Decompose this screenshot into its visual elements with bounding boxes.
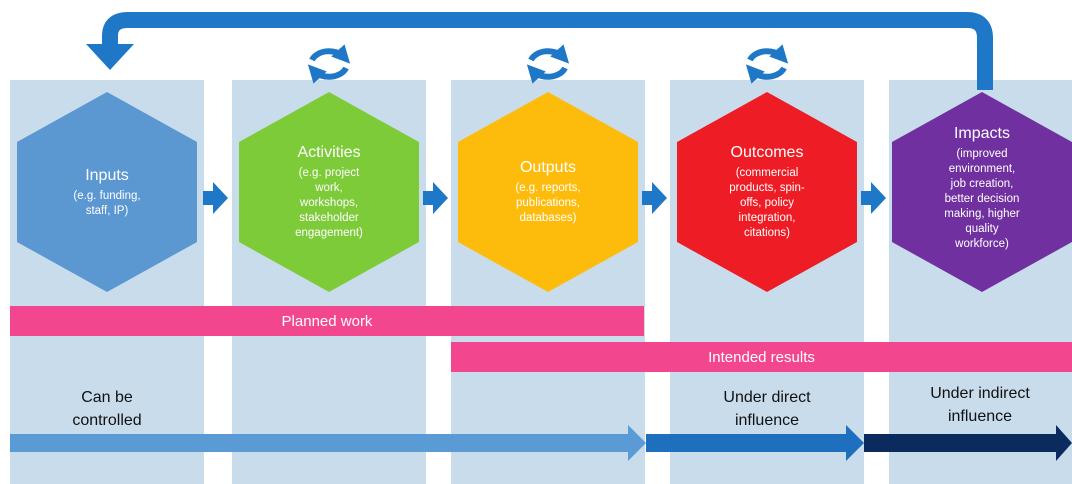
hexagon-shape xyxy=(17,92,197,292)
cycle-icon xyxy=(526,44,570,84)
feedback-arrow xyxy=(102,12,993,90)
feedback-arrow-head xyxy=(86,44,134,70)
stage-description: (e.g. funding, staff, IP) xyxy=(73,189,141,217)
stage-description: (improved environment, job creation, bet… xyxy=(944,148,1020,250)
hexagon-shape xyxy=(239,92,419,292)
intended-results-bar: Intended results xyxy=(451,342,1072,372)
flow-arrow-2 xyxy=(423,182,448,214)
flow-arrow-4 xyxy=(861,182,886,214)
hex-impacts: Impacts (improved environment, job creat… xyxy=(892,92,1072,292)
hexagon-shape xyxy=(892,92,1072,292)
flow-arrow-3 xyxy=(642,182,667,214)
hex-outputs: Outputs (e.g. reports, publications, dat… xyxy=(458,92,638,292)
note-direct-influence: Under direct influence xyxy=(723,389,811,429)
bottom-arrow-indirect xyxy=(864,425,1072,461)
hex-inputs: Inputs (e.g. funding, staff, IP) xyxy=(17,92,197,292)
stage-title: Inputs xyxy=(85,166,129,184)
cycle-icon xyxy=(745,44,789,84)
stage-description: (commercial products, spin- offs, policy… xyxy=(729,167,805,239)
stage-description: (e.g. project work, workshops, stakehold… xyxy=(295,167,363,239)
stage-title: Outcomes xyxy=(730,144,804,161)
note-can-be-controlled: Can be controlled xyxy=(72,389,142,429)
hex-activities: Activities (e.g. project work, workshops… xyxy=(239,92,419,292)
hexagon-shape xyxy=(677,92,857,292)
flow-arrow-1 xyxy=(203,182,228,214)
bottom-arrow-controlled xyxy=(10,425,646,461)
note-indirect-influence: Under indirect influence xyxy=(930,385,1030,425)
hexagon-shape xyxy=(458,92,638,292)
hex-outcomes: Outcomes (commercial products, spin- off… xyxy=(677,92,857,292)
bottom-arrow-direct xyxy=(646,425,864,461)
stage-title: Activities xyxy=(297,144,361,161)
cycle-icon xyxy=(307,44,351,84)
planned-work-bar: Planned work xyxy=(10,306,644,336)
stage-title: Impacts xyxy=(953,125,1010,142)
stage-description: (e.g. reports, publications, databases) xyxy=(515,182,581,224)
stage-title: Outputs xyxy=(519,159,577,176)
